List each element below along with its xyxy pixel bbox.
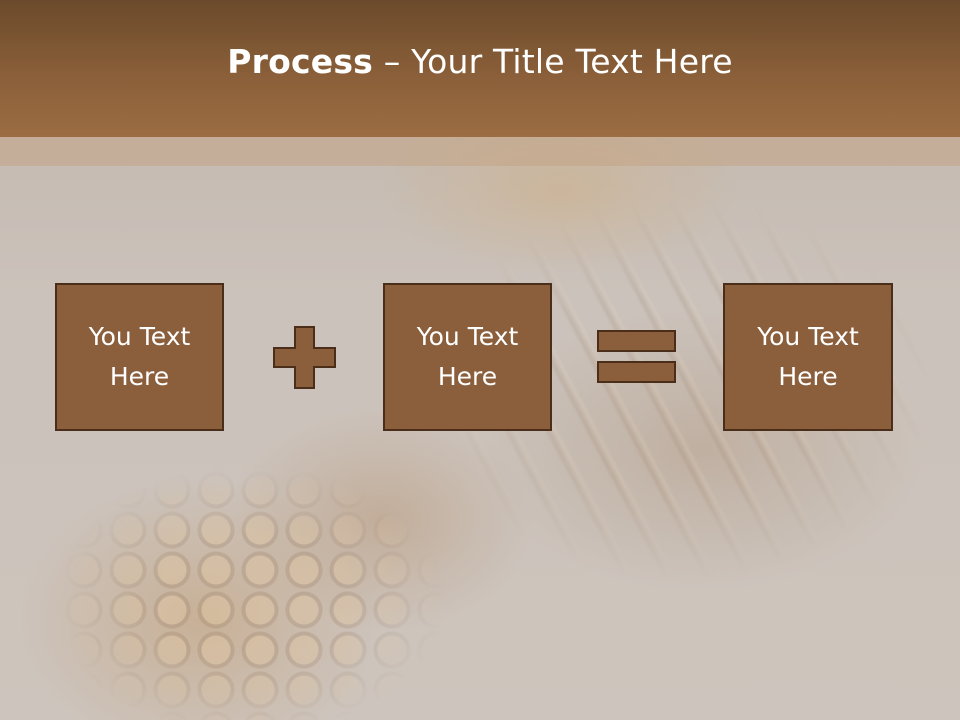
title-bar: Process – Your Title Text Here	[0, 0, 960, 137]
background-armor-scales	[20, 430, 480, 720]
title-underband	[0, 137, 960, 166]
process-box-1: You Text Here	[55, 283, 224, 431]
slide-title: Process – Your Title Text Here	[227, 42, 733, 81]
title-rest: – Your Title Text Here	[373, 42, 733, 81]
process-box-2: You Text Here	[383, 283, 552, 431]
process-box-3-text: You Text Here	[757, 322, 859, 391]
process-box-1-text: You Text Here	[88, 322, 191, 391]
plus-icon	[273, 326, 336, 389]
process-box-2-text: You Text Here	[416, 322, 519, 391]
equals-icon	[597, 330, 676, 383]
title-bold: Process	[227, 42, 374, 81]
process-box-3: You Text Here	[723, 283, 893, 431]
